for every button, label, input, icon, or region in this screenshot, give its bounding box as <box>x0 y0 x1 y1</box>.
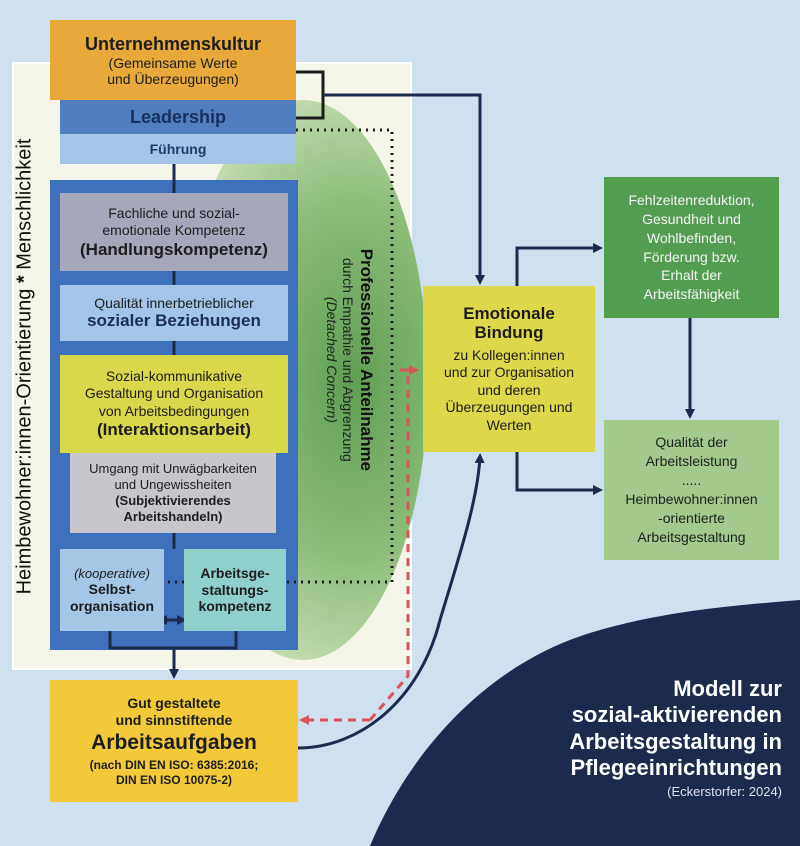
arbeitsaufgaben-title: Arbeitsaufgaben <box>91 731 257 755</box>
fehlzeiten-line1: Fehlzeitenreduktion, <box>628 191 755 208</box>
selbstorganisation-box: (kooperative) Selbst- organisation <box>60 549 164 631</box>
fehlzeiten-line3: Wohlbefinden, <box>646 229 737 246</box>
social-relations-line1: Qualität innerbetrieblicher <box>94 295 254 311</box>
orientation-label-part2: Menschlichkeit <box>13 138 36 270</box>
fuehrung-title: Führung <box>149 141 207 157</box>
fehlzeiten-line6: Arbeitsfähigkeit <box>643 286 740 303</box>
model-citation: (Eckerstorfer: 2024) <box>667 783 782 799</box>
professional-empathy-label: Professionelle Anteilnahme durch Empathi… <box>300 190 400 530</box>
emotionale-bindung-line1: zu Kollegen:innen <box>453 346 565 363</box>
social-relations-box: Qualität innerbetrieblicher sozialer Bez… <box>60 285 288 341</box>
arbeitsleistung-line5: -orientierte <box>658 509 725 526</box>
interaktionsarbeit-line1: Sozial-kommunikative <box>105 367 243 384</box>
arbeitsleistung-line2: Arbeitsleistung <box>645 453 738 470</box>
subjektivierendes-title1: (Subjektivierendes <box>115 493 231 508</box>
orientation-label: Heimbewohner:innen-Orientierung * Mensch… <box>0 62 50 670</box>
arbeitsaufgaben-line1: Gut gestaltete <box>127 694 221 711</box>
arbeitsaufgaben-note1: (nach DIN EN ISO: 6385:2016; <box>89 758 259 773</box>
emotionale-bindung-line4: Überzeugungen und <box>445 399 573 416</box>
emotionale-bindung-title2: Bindung <box>474 323 544 343</box>
handlungskompetenz-line1: Fachliche und sozial- <box>108 204 240 221</box>
model-title-line1: Modell zur <box>673 676 782 701</box>
arbeitsaufgaben-line2: und sinnstiftende <box>115 711 233 728</box>
model-title: Modell zur sozial-aktivierenden Arbeitsg… <box>500 676 782 826</box>
arbeitsleistung-line6: Arbeitsgestaltung <box>637 528 746 545</box>
handlungskompetenz-title: (Handlungskompetenz) <box>80 239 268 259</box>
model-title-line4: Pflegeeinrichtungen <box>570 755 782 781</box>
subjektivierendes-line1: Umgang mit Unwägbarkeiten <box>89 460 257 476</box>
interaktionsarbeit-title: (Interaktionsarbeit) <box>97 420 251 440</box>
interaktionsarbeit-box: Sozial-kommunikative Gestaltung und Orga… <box>60 355 288 453</box>
arbeitsgestaltungskompetenz-title2: staltungs- <box>201 581 269 598</box>
fehlzeiten-line4: Förderung bzw. <box>643 248 740 265</box>
arbeitsgestaltungskompetenz-box: Arbeitsge- staltungs- kompetenz <box>184 549 286 631</box>
subjektivierendes-title2: Arbeitshandeln) <box>123 509 223 525</box>
orientation-label-sep: * <box>13 269 36 289</box>
arbeitsgestaltungskompetenz-title3: kompetenz <box>198 598 272 615</box>
arbeitsleistung-line4: Heimbewohner:innen <box>625 491 758 507</box>
arbeitsleistung-line1: Qualität der <box>655 434 728 451</box>
interaktionsarbeit-line3: von Arbeitsbedingungen <box>98 402 250 419</box>
selbstorganisation-title2: organisation <box>69 597 154 614</box>
model-title-line2: sozial-aktivierenden <box>571 702 782 728</box>
interaktionsarbeit-line2: Gestaltung und Organisation <box>84 385 264 402</box>
professional-empathy-title: Professionelle Anteilnahme <box>356 248 376 472</box>
arbeitsleistung-line3: ..... <box>681 472 702 489</box>
corporate-culture-sub1: (Gemeinsame Werte <box>108 54 238 71</box>
handlungskompetenz-line2: emotionale Kompetenz <box>102 222 246 238</box>
emotionale-bindung-line5: Werten <box>486 416 532 433</box>
arbeitsleistung-box: Qualität der Arbeitsleistung ..... Heimb… <box>604 420 779 560</box>
model-title-line3: Arbeitsgestaltung in <box>569 728 782 754</box>
emotionale-bindung-title1: Emotionale <box>463 303 555 323</box>
corporate-culture-sub2: und Überzeugungen) <box>107 70 239 87</box>
selbstorganisation-title1: Selbst- <box>88 580 136 597</box>
subjektivierendes-line2: und Ungewissheiten <box>114 476 232 492</box>
professional-empathy-line3: (Detached Concern) <box>324 296 341 424</box>
corporate-culture-box: Unternehmenskultur (Gemeinsame Werte und… <box>50 20 296 100</box>
arbeitsaufgaben-note2: DIN EN ISO 10075-2) <box>115 772 233 787</box>
leadership-title: Leadership <box>129 106 227 127</box>
social-relations-title: sozialer Beziehungen <box>87 311 261 330</box>
corporate-culture-title: Unternehmenskultur <box>84 33 262 54</box>
leadership-box: Leadership <box>60 100 296 134</box>
handlungskompetenz-box: Fachliche und sozial- emotionale Kompete… <box>60 193 288 271</box>
emotionale-bindung-line2: und zur Organisation <box>444 364 574 381</box>
arbeitsaufgaben-box: Gut gestaltete und sinnstiftende Arbeits… <box>50 680 298 802</box>
fehlzeiten-line5: Erhalt der <box>661 267 722 284</box>
fehlzeiten-box: Fehlzeitenreduktion, Gesundheit und Wohl… <box>604 177 779 318</box>
professional-empathy-line2: durch Empathie und Abgrenzung <box>340 258 357 462</box>
title-background-shape <box>370 600 800 846</box>
fehlzeiten-line2: Gesundheit und <box>642 210 741 227</box>
orientation-label-part1: Heimbewohner:innen-Orientierung <box>13 288 36 594</box>
emotionale-bindung-line3: und deren <box>477 381 541 398</box>
selbstorganisation-line1: (kooperative) <box>74 565 150 581</box>
emotionale-bindung-box: Emotionale Bindung zu Kollegen:innen und… <box>423 286 595 452</box>
subjektivierendes-box: Umgang mit Unwägbarkeiten und Ungewisshe… <box>70 453 276 533</box>
arbeitsgestaltungskompetenz-title1: Arbeitsge- <box>200 564 270 581</box>
fuehrung-box: Führung <box>60 134 296 164</box>
